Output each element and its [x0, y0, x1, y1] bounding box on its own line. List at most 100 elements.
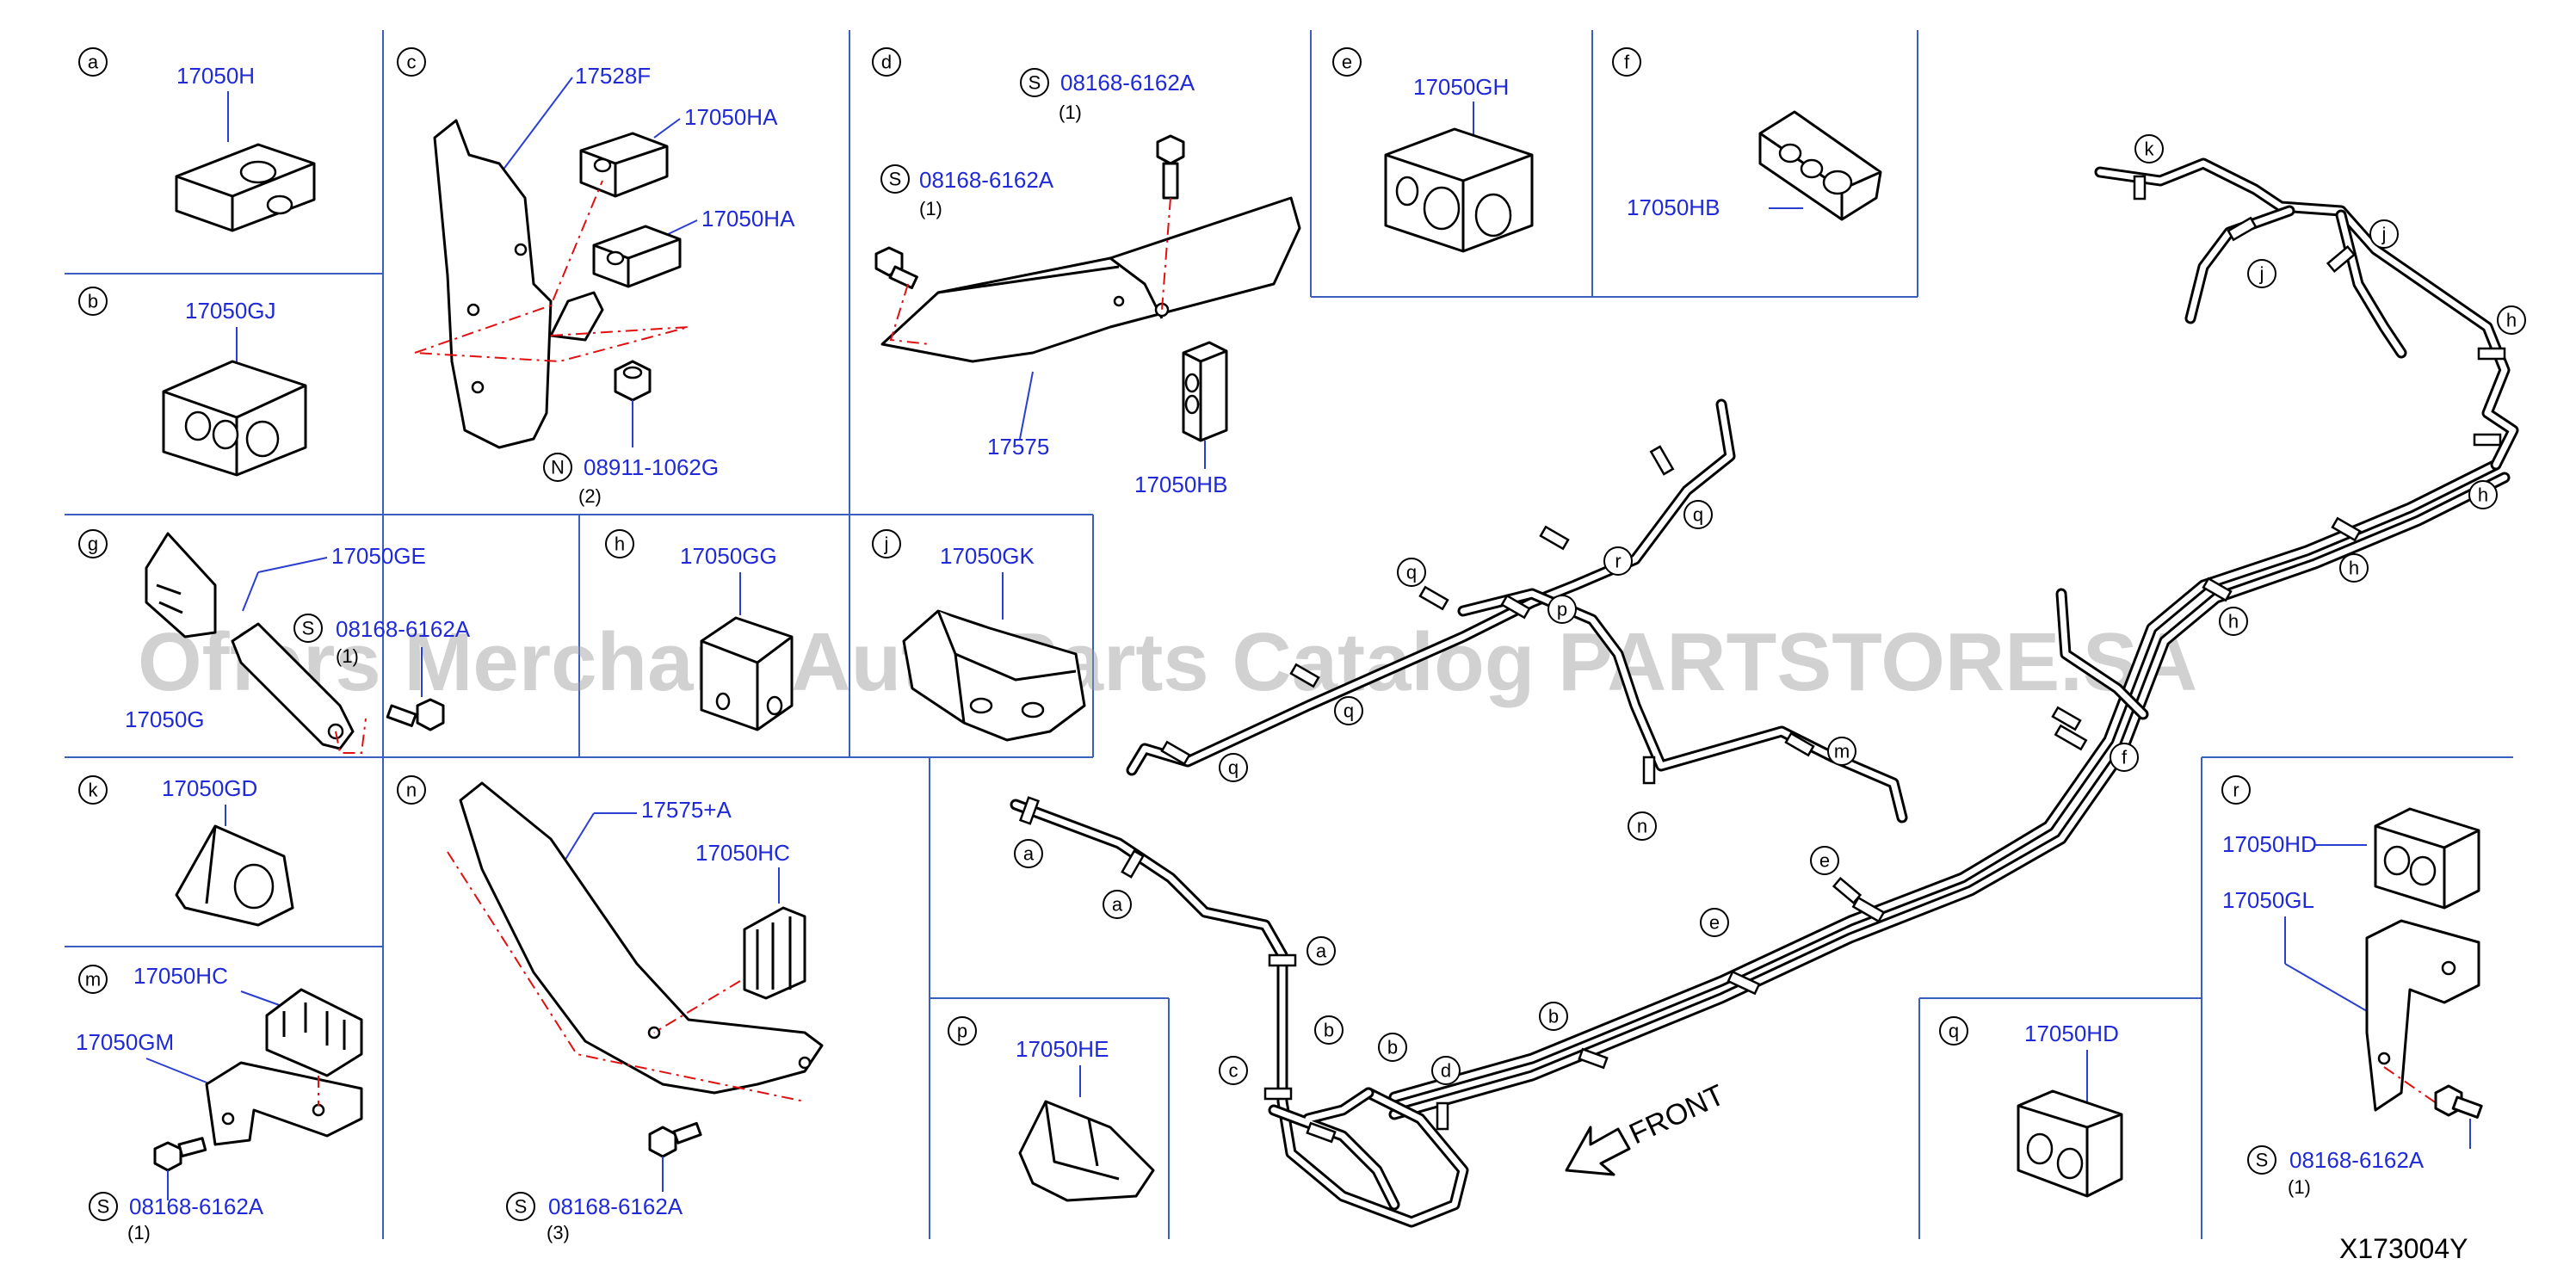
panel-n: n 17575+A 17050HC S 08168-6162A (3) — [397, 775, 824, 1243]
loc-label: h — [2506, 310, 2517, 331]
bolt-upper-drawing — [1156, 134, 1185, 200]
panel-g-bolt: 08168-6162A — [336, 616, 471, 642]
bolt-m-drawing — [153, 1137, 207, 1172]
panel-r-bolt-qty: (1) — [2288, 1176, 2311, 1198]
front-label: FRONT — [1624, 1078, 1729, 1151]
panel-f-part: 17050HB — [1627, 194, 1720, 220]
panel-n-letter: n — [406, 780, 417, 801]
clip-17050HE-drawing — [1018, 1100, 1155, 1202]
panel-grid — [65, 30, 2513, 1239]
panel-k-part: 17050GD — [162, 775, 257, 801]
loc-label: q — [1406, 562, 1417, 583]
loc-label: b — [1324, 1020, 1334, 1041]
loc-label: j — [2381, 224, 2387, 245]
panel-h: h 17050GG — [605, 529, 794, 731]
loc-label: e — [1819, 850, 1830, 872]
panel-k-letter: k — [89, 780, 99, 801]
panel-g-bolt-qty: (1) — [336, 645, 359, 667]
panel-j-letter: j — [884, 534, 889, 555]
panel-r-bolt: 08168-6162A — [2289, 1147, 2425, 1173]
panel-c-letter: c — [407, 52, 417, 73]
nut-08911-1062G-drawing — [614, 360, 652, 402]
panel-n-bolt-prefix: S — [515, 1196, 528, 1218]
panel-e-letter: e — [1342, 52, 1352, 73]
bracket-17050GL-drawing — [2365, 919, 2480, 1112]
panel-h-letter: h — [615, 534, 625, 555]
panel-n-part-1: 17575+A — [641, 797, 732, 823]
panel-p-part: 17050HE — [1016, 1036, 1109, 1062]
clip-17050HA-upper-drawing — [579, 132, 669, 198]
clip-17050HD-q-drawing — [2017, 1089, 2123, 1198]
loc-label: q — [1693, 504, 1703, 526]
clip-17050GE-drawing — [145, 532, 217, 638]
loc-label: a — [1112, 894, 1123, 916]
bracket-17575-drawing — [880, 196, 1301, 363]
panel-b: b 17050GJ — [78, 287, 307, 477]
loc-label: m — [1834, 741, 1850, 762]
loc-label: k — [2145, 139, 2155, 160]
loc-label: a — [1023, 843, 1035, 865]
panel-n-bolt: 08168-6162A — [548, 1194, 683, 1219]
brake-line-assembly: k j j h h h h q q q q r p m n e e f a a … — [1010, 134, 2526, 1228]
panel-d: d S 08168-6162A (1) S 08168-6162A (1) — [872, 47, 1301, 497]
panel-j-part: 17050GK — [940, 543, 1035, 569]
bolt-r-drawing — [2434, 1084, 2483, 1119]
panel-m-letter: m — [85, 969, 101, 990]
panel-r-bolt-prefix: S — [2256, 1150, 2269, 1171]
panel-d-bolt-qty-1: (1) — [1059, 102, 1082, 123]
front-arrow: FRONT — [1565, 1078, 1730, 1176]
panel-c-part-1: 17528F — [575, 63, 651, 89]
clip-17050HB-d-drawing — [1182, 341, 1228, 442]
panel-m: m 17050HC 17050GM S 08168-6162A (1) — [76, 963, 363, 1243]
line-clips — [1018, 175, 2506, 1144]
clip-17050HC-n-drawing — [743, 906, 806, 1000]
panel-d-part-2: 17050HB — [1134, 472, 1227, 497]
clip-17050GD-drawing — [175, 824, 294, 927]
clip-17050GG-drawing — [700, 616, 794, 731]
panel-c-nut-qty: (2) — [578, 485, 602, 507]
clip-17050GK-drawing — [902, 609, 1086, 742]
panel-a: a 17050H — [78, 47, 316, 232]
watermark: Offers Merchant Auto Parts Catalog PARTS… — [138, 616, 2197, 708]
panel-b-letter: b — [88, 291, 98, 312]
panel-d-letter: d — [881, 52, 892, 73]
loc-label: q — [1344, 700, 1354, 722]
panel-d-bolt-1: 08168-6162A — [1060, 70, 1195, 96]
bracket-17050G-drawing — [231, 622, 355, 750]
panel-h-part: 17050GG — [680, 543, 777, 569]
loc-label: e — [1709, 912, 1720, 934]
panel-c-part-3: 17050HA — [701, 206, 795, 231]
panel-c-part-2: 17050HA — [684, 104, 778, 130]
loc-label: r — [1615, 551, 1621, 572]
loc-label: j — [2259, 263, 2264, 285]
loc-label: d — [1441, 1060, 1451, 1082]
clip-17050GH-drawing — [1384, 127, 1534, 253]
clip-17050HB-f-drawing — [1758, 110, 1882, 221]
panel-e: e 17050GH — [1332, 47, 1534, 253]
panel-r: r 17050HD 17050GL S 08168-6162A (1) — [2221, 775, 2483, 1198]
panel-m-part-1: 17050HC — [133, 963, 228, 989]
bracket-17528F-drawing — [433, 119, 553, 449]
panel-m-bolt-prefix: S — [97, 1196, 110, 1218]
panel-e-part: 17050GH — [1413, 74, 1509, 100]
loc-label: h — [2349, 558, 2359, 579]
panel-r-part-1: 17050HD — [2222, 831, 2317, 857]
panel-d-bolt-prefix-2: S — [889, 169, 902, 190]
panel-c-nut-prefix: N — [551, 457, 565, 478]
panel-j: j 17050GK — [872, 529, 1086, 742]
clip-17050HC-m-drawing — [265, 988, 363, 1077]
loc-label: f — [2122, 747, 2128, 768]
panel-m-bolt-qty: (1) — [127, 1222, 151, 1243]
panel-d-bolt-qty-2: (1) — [919, 198, 942, 219]
panel-q: q 17050HD — [1939, 1016, 2123, 1198]
panel-b-part: 17050GJ — [185, 298, 276, 324]
panel-a-part: 17050H — [176, 63, 255, 89]
panel-n-bolt-qty: (3) — [547, 1222, 570, 1243]
panel-r-part-2: 17050GL — [2222, 887, 2314, 913]
clip-17050HA-lower-drawing — [592, 225, 682, 288]
loc-label: a — [1316, 941, 1327, 962]
clip-17050H-drawing — [175, 143, 316, 232]
loc-label: n — [1637, 816, 1647, 837]
bolt-n-drawing — [648, 1121, 702, 1158]
